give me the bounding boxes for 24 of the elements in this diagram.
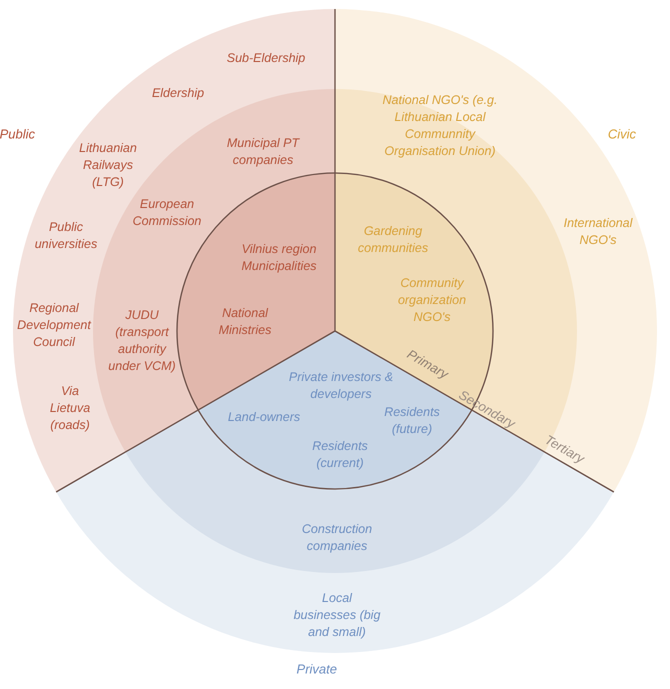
sector-label: Civic [608,126,636,144]
stakeholder-label: JUDU (transport authority under VCM) [107,307,177,375]
stakeholder-label: Residents (current) [311,438,369,472]
stakeholder-label: Public universities [34,219,98,253]
stakeholder-label: Community organization NGO's [396,274,468,326]
sector-label: Public [0,126,35,144]
stakeholder-label: Gardening communities [356,223,430,257]
stakeholder-label: Sub-Eldership [226,50,306,66]
stakeholder-label: Private investors & developers [288,369,394,403]
stakeholder-label: Vilnius region Municipalities [240,241,318,275]
stakeholder-label: Local businesses (big and small) [292,590,382,640]
stakeholder-label: Eldership [152,84,204,102]
stakeholder-label: Construction companies [300,521,374,555]
stakeholder-label: Residents (future) [383,404,441,438]
stakeholder-label: Regional Development Council [16,300,92,350]
stakeholder-label: Land-owners [228,408,300,426]
stakeholder-label: European Commission [132,196,202,230]
stakeholder-label: Municipal PT companies [226,135,301,169]
stakeholder-label: Lithuanian Railways (LTG) [78,140,138,190]
stakeholder-label: National NGO's (e.g. Lithuanian Local Communnity Organisation Union) [382,92,498,160]
stakeholder-label: International NGO's [562,215,634,249]
stakeholder-label: National Ministries [218,305,272,339]
stakeholder-label: Via Lietuva (roads) [48,382,92,434]
sector-label: Private [296,660,337,678]
